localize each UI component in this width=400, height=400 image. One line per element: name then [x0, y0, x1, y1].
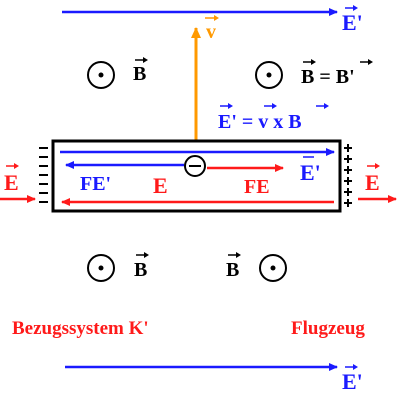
vector-arrow-icon: [6, 163, 19, 169]
e-prime-bottom-label: E': [342, 369, 363, 394]
e-right-label: E: [365, 170, 380, 195]
minus-in-circle-icon: [184, 155, 206, 177]
e-prime-equation-label: E' = v x B: [218, 111, 302, 133]
vector-arrow-icon: [367, 163, 380, 169]
vector-arrow-icon: [345, 5, 358, 11]
negative-charges-left: [39, 147, 48, 203]
b-top-left-label: B: [133, 63, 146, 85]
dot-in-circle-icon: [255, 61, 283, 89]
b-bottom-right-label: B: [226, 259, 239, 281]
vector-arrow-icon: [228, 252, 241, 258]
vector-arrow-icon: [345, 364, 358, 370]
reference-frame-caption: Bezugssystem K': [12, 318, 149, 339]
velocity-label: v: [206, 21, 216, 43]
e-left-label: E: [4, 170, 19, 195]
vector-arrow-icon: [135, 57, 148, 63]
vector-arrow-icon: [220, 103, 233, 109]
b-bottom-left-label: B: [134, 259, 147, 281]
inner-e-prime-label: E': [300, 160, 321, 185]
b-equals-b-prime-label: B = B': [301, 66, 355, 88]
e-prime-top-label: E': [342, 10, 363, 35]
force-e-prime-label: FE': [80, 173, 111, 195]
vector-arrow-icon: [136, 252, 149, 258]
positive-charges-right: [344, 144, 352, 207]
dot-in-circle-icon: [259, 254, 287, 282]
conductor-bar: [51, 139, 342, 213]
force-e-label: FE: [244, 176, 270, 198]
vector-arrow-icon: [316, 103, 329, 109]
vector-arrow-icon: [360, 59, 373, 65]
dot-in-circle-icon: [87, 61, 115, 89]
vector-arrow-icon: [205, 15, 219, 21]
dot-in-circle-icon: [87, 254, 115, 282]
aircraft-caption: Flugzeug: [291, 318, 365, 339]
vector-arrow-icon: [303, 59, 316, 65]
inner-e-label: E: [153, 173, 168, 198]
vector-arrow-icon: [264, 103, 277, 109]
